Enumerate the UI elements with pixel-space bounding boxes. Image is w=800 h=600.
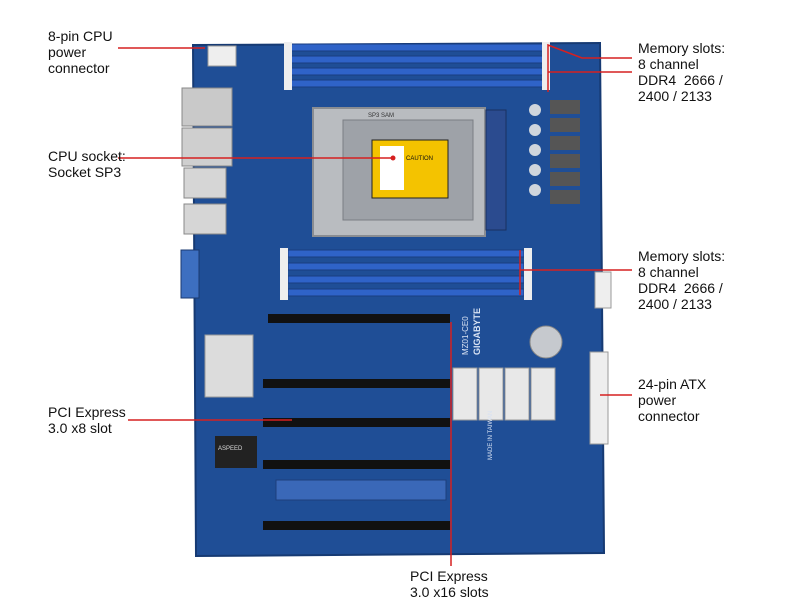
- vga-port: [180, 249, 200, 299]
- usb-port-1: [183, 167, 227, 199]
- rj45-port-1: [181, 87, 233, 127]
- rj45-port-2: [181, 127, 233, 167]
- label-cpu-power-connector: 8-pin CPU power connector: [48, 28, 113, 76]
- label-memory-slots-top: Memory slots: 8 channel DDR4 2666 / 2400…: [638, 40, 726, 104]
- bmc-chip-label: ASPEED: [218, 446, 243, 452]
- caution-sticker-illustration: [380, 146, 404, 190]
- cpu-power-connector: [207, 45, 237, 67]
- vrm-components: [529, 100, 580, 204]
- callout-lines: [118, 43, 632, 566]
- callout-line-memory-top: [547, 43, 632, 92]
- label-pcie-x16: PCI Express 3.0 x16 slots: [410, 568, 489, 600]
- memory-slots-top: [284, 42, 550, 90]
- cmos-battery: [529, 325, 563, 359]
- model-text: MZ01-CE0: [461, 316, 470, 355]
- label-cpu-socket: CPU socket: Socket SP3: [48, 148, 126, 180]
- made-in-text: MADE IN TAIWAN: [488, 411, 494, 460]
- brand-text: GIGABYTE: [472, 308, 482, 355]
- m2-slot: [275, 479, 447, 501]
- memory-slots-bottom: [280, 248, 532, 300]
- sata-ports: [452, 367, 556, 421]
- pcie-slots: [263, 314, 450, 530]
- bmc-chip: [215, 436, 257, 468]
- atx-power-connector: [589, 351, 609, 445]
- label-memory-slots-bottom: Memory slots: 8 channel DDR4 2666 / 2400…: [638, 248, 726, 312]
- callout-line-memory-bottom: [519, 250, 632, 295]
- label-pcie-x8: PCI Express 3.0 x8 slot: [48, 404, 126, 436]
- aux-power-connector: [594, 271, 612, 309]
- caution-text: CAUTION: [406, 156, 433, 162]
- usb-port-2: [183, 203, 227, 235]
- chipset-heatsink: [204, 334, 254, 398]
- callout-dot-cpu-socket: [390, 155, 396, 161]
- label-atx-power-connector: 24-pin ATX power connector: [638, 376, 707, 424]
- socket-lever: [485, 109, 507, 231]
- socket-label: SP3 SAM: [368, 113, 394, 119]
